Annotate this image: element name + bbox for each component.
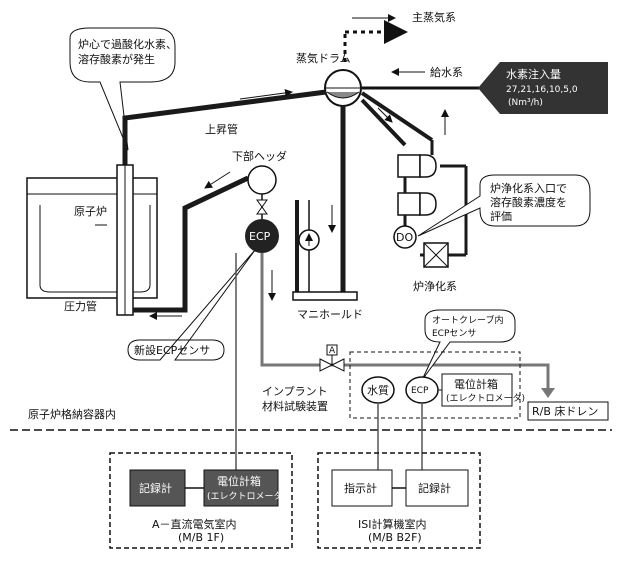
downcomer-pipe (328, 106, 346, 292)
core-callout: 炉心で過酸化水素、 溶存酸素が発生 (69, 27, 177, 151)
cleanup-callout-line3: 評価 (490, 209, 512, 223)
header-valve (256, 194, 268, 220)
cleanup-callout: 炉浄化系入口で 溶存酸素濃度を 評価 (417, 174, 591, 237)
room-isi-line1: ISI計算機室内 (358, 517, 426, 531)
h2-injection-unit: (Nm³/h) (508, 98, 543, 108)
new-ecp-label: 新設ECPセンサ (134, 343, 210, 357)
recorder-isi-label: 記録計 (418, 481, 451, 495)
riser-pipe (122, 88, 327, 175)
steam-drum-label: 蒸気ドラム (296, 51, 351, 65)
autoclave-callout: オートクレーブ内 ECPセンサ (421, 309, 516, 381)
inplant-label-1: インプラント (262, 385, 328, 398)
do-label: DO (396, 231, 413, 244)
potentiometer-box: 電位計箱 (エレクトロメータ) (441, 373, 525, 407)
autoclave-line1: オートクレーブ内 (432, 314, 503, 326)
inplant-apparatus-box (349, 351, 521, 419)
potentiometer-line1: 電位計箱 (454, 377, 498, 391)
ecp-sensor: ECP (245, 219, 279, 253)
pressure-tube-label: 圧力管 (64, 299, 97, 313)
room-a-line1: A－直流電気室内 (152, 517, 237, 531)
autoclave-line2: ECPセンサ (432, 328, 476, 339)
valve-a: A (319, 344, 345, 372)
reactor-label: 原子炉 (74, 205, 107, 218)
indicator-label: 指示計 (344, 481, 377, 495)
indicator-isi: 指示計 (331, 469, 393, 507)
pressure-tube (116, 164, 134, 316)
ecp-node: ECP (405, 376, 439, 404)
manifold (292, 200, 358, 301)
recorder-a-label: 記録計 (139, 481, 172, 495)
h2-injection-values: 27,21,16,10,5,0 (506, 85, 578, 95)
reactor (26, 177, 158, 299)
main-steam-label: 主蒸気系 (412, 10, 456, 24)
potentiometer-a: 電位計箱 (エレクトロメータ) (203, 469, 286, 507)
steam-drum (324, 69, 362, 107)
potentiometer-line2: (エレクトロメータ) (446, 393, 525, 404)
room-isi-box (317, 452, 481, 549)
inplant-label-2: 材料試験装置 (262, 399, 328, 413)
floor-drain-label: R/B 床ドレン (532, 404, 598, 418)
cleanup-callout-line2: 溶存酸素濃度を (490, 195, 567, 209)
room-a-line2: (M/B 1F) (178, 531, 224, 544)
recorder-isi: 記録計 (405, 469, 469, 507)
h2-injection-box: 水素注入量 27,21,16,10,5,0 (Nm³/h) (478, 62, 608, 114)
riser-label: 上昇管 (205, 122, 238, 136)
water-quality-label: 水質 (367, 383, 389, 397)
callout-core-line2: 溶存酸素が発生 (78, 52, 155, 66)
main-steam-line (343, 14, 408, 62)
new-ecp-callout: 新設ECPセンサ (127, 249, 256, 361)
lower-header (247, 165, 277, 195)
cleanup-system-label: 炉浄化系 (413, 279, 457, 293)
callout-core-line1: 炉心で過酸化水素、 (78, 37, 177, 51)
potentiometer-a-line2: (エレクトロメータ) (207, 491, 286, 502)
recorder-a: 記録計 (129, 469, 186, 507)
do-sensor: DO (393, 225, 417, 249)
feedwater-label: 給水系 (430, 65, 463, 79)
inlet-pipe (133, 171, 250, 320)
cleanup-callout-line1: 炉浄化系入口で (490, 181, 567, 195)
ecp-sample-line (260, 253, 555, 398)
valve-a-label: A (329, 346, 336, 356)
water-quality-node: 水質 (361, 376, 395, 404)
room-a-box (109, 452, 293, 549)
lower-header-label: 下部ヘッダ (232, 149, 287, 163)
feedwater-line (362, 68, 480, 90)
floor-drain-box: R/B 床ドレン (527, 401, 609, 421)
ecp-node-label: ECP (411, 386, 429, 396)
ecp-label: ECP (249, 230, 271, 243)
potentiometer-a-line1: 電位計箱 (217, 474, 261, 488)
containment-label: 原子炉格納容器内 (28, 407, 116, 421)
h2-injection-title: 水素注入量 (506, 67, 561, 81)
manifold-label: マニホールド (297, 308, 363, 321)
room-isi-line2: (M/B B2F) (368, 531, 422, 544)
